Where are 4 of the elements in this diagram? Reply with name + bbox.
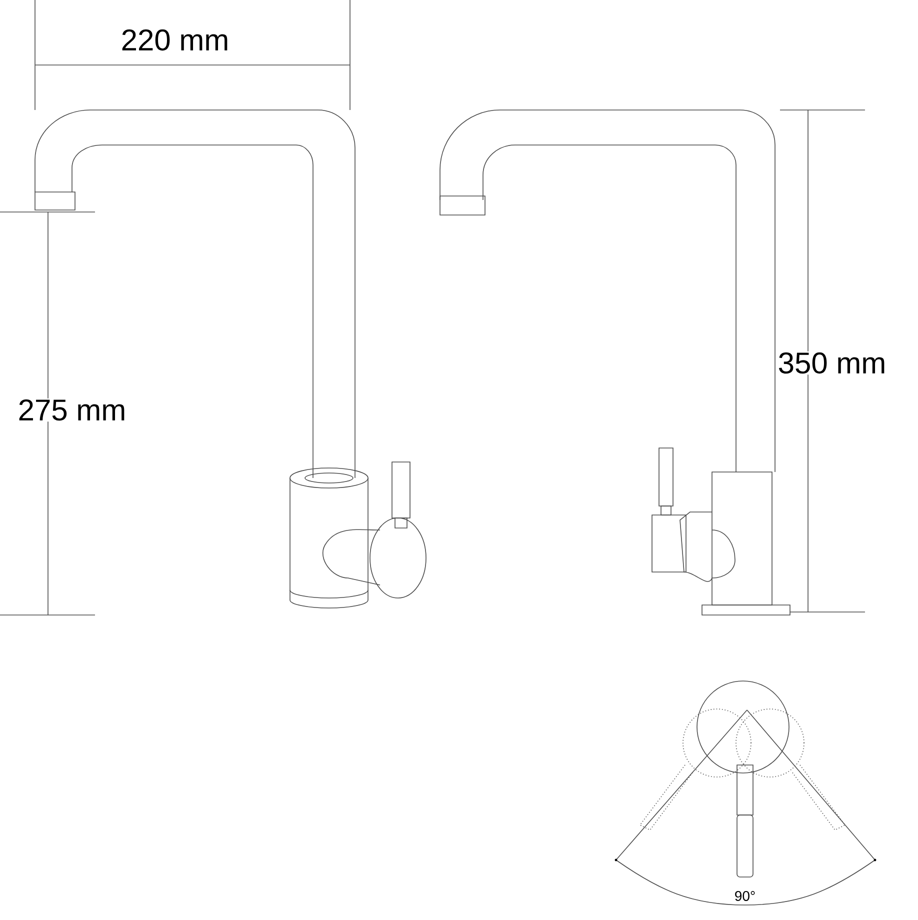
angle-label: 90° xyxy=(735,891,755,901)
dimension-label: 220 mm xyxy=(120,28,230,52)
dimension-label: 350 mm xyxy=(776,351,888,375)
dimension-label: 275 mm xyxy=(16,398,128,422)
